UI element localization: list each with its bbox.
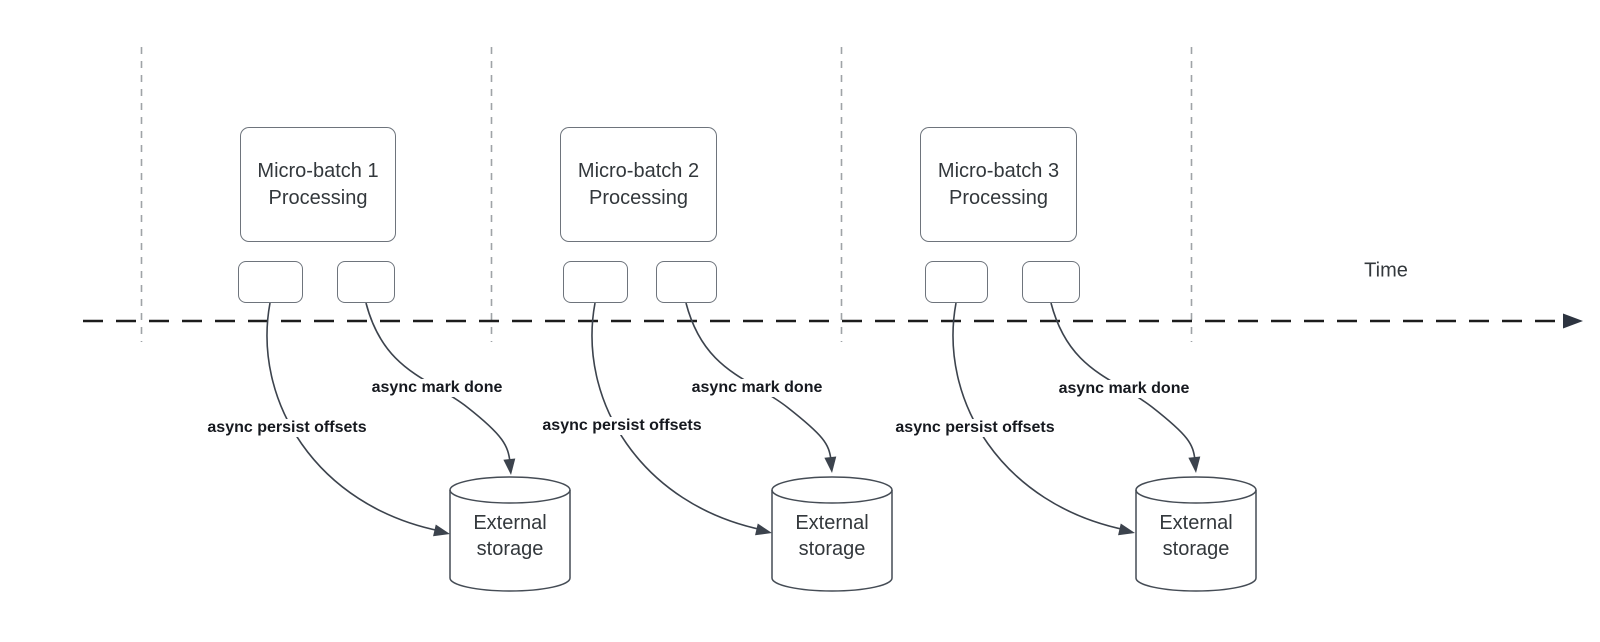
persist-offsets-arrowhead-icon [755,523,772,536]
mark-done-arrowhead-icon [824,456,837,473]
persist-offsets-label: async persist offsets [540,417,704,435]
mark-done-task-box-3 [1022,261,1080,303]
persist-task-box-2 [563,261,628,303]
external-storage-cylinder-1 [449,476,571,592]
micro-batch-3-label: Micro-batch 3 Processing [937,159,1060,209]
persist-offsets-arrowhead-icon [1118,523,1135,536]
persist-task-box-1 [238,261,303,303]
time-axis-label: Time [1364,259,1408,282]
micro-batch-2-label: Micro-batch 2 Processing [577,159,700,209]
mark-done-task-box-1 [337,261,395,303]
mark-done-label: async mark done [369,379,505,397]
time-axis-arrowhead-icon [1563,313,1583,329]
mark-done-label: async mark done [1056,380,1192,398]
mark-done-arrowhead-icon [1188,456,1201,473]
micro-batch-2-box: Micro-batch 2 Processing [560,127,717,242]
mark-done-arrow-2 [685,302,832,461]
micro-batch-3-box: Micro-batch 3 Processing [920,127,1077,242]
persist-offsets-arrowhead-icon [433,524,450,537]
persist-offsets-arrow-2 [591,302,764,531]
persist-offsets-label: async persist offsets [893,419,1057,437]
mark-done-arrow-1 [365,302,511,463]
external-storage-cylinder-2 [771,476,893,592]
persist-offsets-arrow-1 [266,302,441,532]
external-storage-label-1: External storage [473,512,547,560]
mark-done-label: async mark done [689,379,825,397]
mark-done-arrow-3 [1050,302,1196,461]
external-storage-label-3: External storage [1159,512,1233,560]
mark-done-arrowhead-icon [503,458,516,475]
persist-offsets-label: async persist offsets [205,419,369,437]
micro-batch-1-box: Micro-batch 1 Processing [240,127,396,242]
mark-done-task-box-2 [656,261,717,303]
external-storage-label-2: External storage [795,512,869,560]
persist-offsets-arrow-3 [952,302,1127,531]
persist-task-box-3 [925,261,988,303]
micro-batch-1-label: Micro-batch 1 Processing [257,159,379,209]
external-storage-cylinder-3 [1135,476,1257,592]
